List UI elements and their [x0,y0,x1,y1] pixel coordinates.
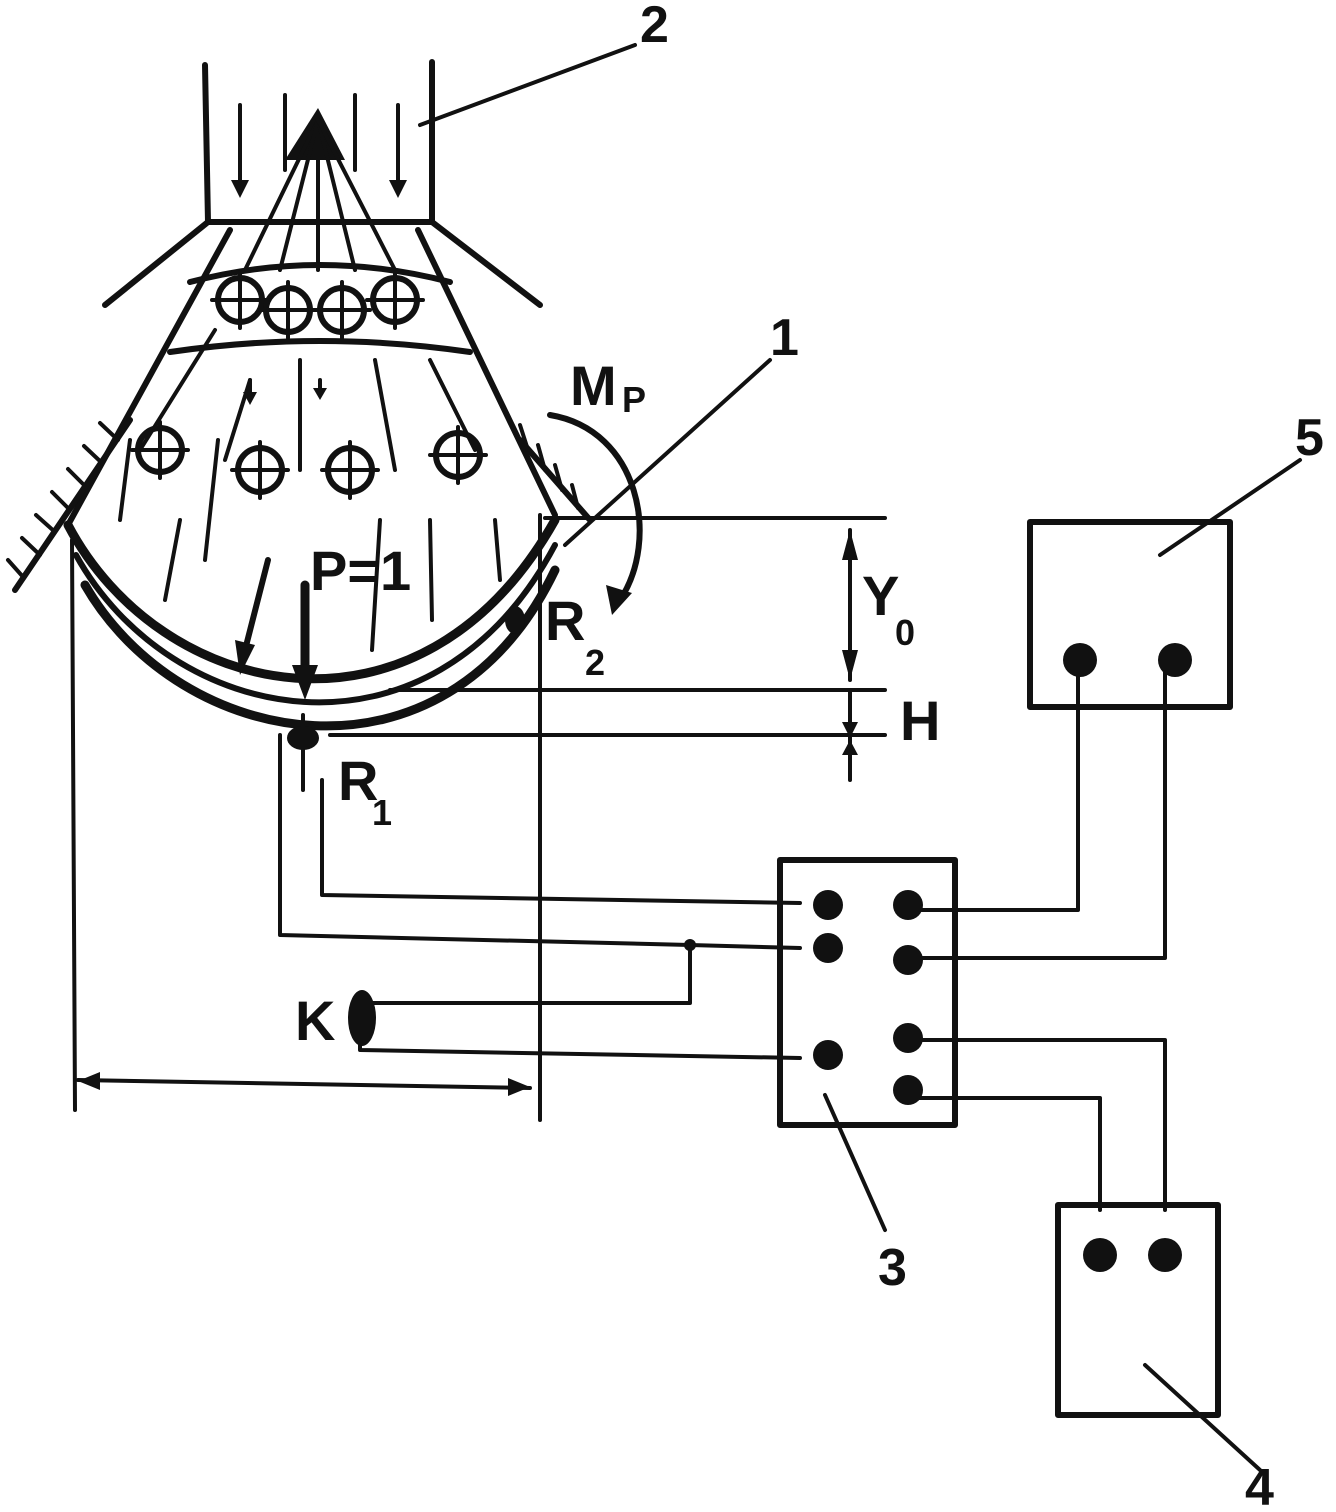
wall-hatching-right [517,423,593,523]
roller-icon [130,420,190,480]
callout-3: 3 [878,1239,907,1297]
device-box-4 [1055,1202,1221,1418]
k-label: K [295,989,335,1052]
callout-4: 4 [1245,1459,1274,1512]
dimension-lines [328,516,887,782]
load-arrows [235,557,318,700]
device-box-5 [1027,519,1233,710]
curved-bed [63,515,560,731]
callout-leaders [418,43,1302,1472]
y0-subscript: 0 [895,612,915,653]
roller-icon [258,280,318,340]
roller-icon [312,280,372,340]
internal-arrows [243,378,327,405]
base-dimension [70,513,542,1122]
roller-icon [210,270,270,330]
middle-rollers [130,420,488,500]
moment-arrow [547,412,643,615]
sensor-r1 [287,713,319,792]
upper-rollers [210,270,425,340]
roller-icon [320,440,380,500]
callout-5: 5 [1295,409,1324,467]
r1-label: R [338,749,378,812]
roller-icon [230,440,290,500]
feed-hopper [102,59,543,308]
callout-1: 1 [770,309,799,367]
y0-label: Y [862,564,899,627]
r2-label: R [545,589,585,652]
r1-subscript: 1 [372,792,392,833]
bridge-box-3 [777,857,958,1128]
h-label: H [900,689,940,752]
callout-2: 2 [640,0,669,54]
r2-subscript: 2 [585,642,605,683]
load-label: P=1 [310,539,411,602]
wall-hatching-left [6,417,133,593]
roller-icon [365,270,425,330]
k-terminal [348,990,376,1046]
moment-subscript: P [622,379,646,420]
spray-fan [243,118,397,272]
sensor-r2 [505,606,525,634]
wiring [278,663,1167,1212]
roller-icon [428,425,488,485]
moment-label: M [570,354,617,417]
